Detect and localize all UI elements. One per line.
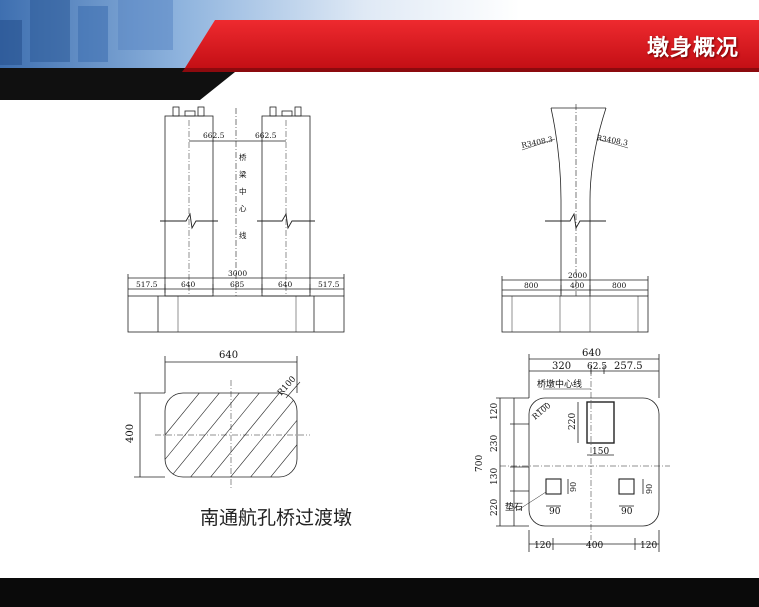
drawing-caption: 南通航孔桥过渡墩 xyxy=(200,507,353,529)
dim-seg-400: 400 xyxy=(570,281,585,290)
slide-header xyxy=(0,0,759,100)
pad-dim-v-left: 90 xyxy=(569,482,578,492)
footing-plan-view xyxy=(496,354,670,552)
plan-height: 400 xyxy=(125,424,136,443)
pad-dim-h-left: 90 xyxy=(549,507,561,517)
plan-width: 640 xyxy=(219,350,238,361)
center-char-2: 梁 xyxy=(239,170,247,179)
bottom-seg-2: 400 xyxy=(586,541,603,551)
center-char-4: 心 xyxy=(239,204,247,213)
left-seg-2: 230 xyxy=(490,435,500,452)
footing-radius: R100 xyxy=(531,401,553,422)
slide-title: 墩身概况 xyxy=(646,36,739,61)
elevation-side-view xyxy=(501,104,649,333)
pad-label: 垫石 xyxy=(505,501,523,513)
dim-seg-4: 640 xyxy=(278,280,293,289)
pad-dim-v-right: 90 xyxy=(645,484,654,494)
bottom-seg-1: 120 xyxy=(534,541,551,551)
left-seg-1: 120 xyxy=(490,403,500,420)
dim-seg-2: 640 xyxy=(181,280,196,289)
bottom-seg-3: 120 xyxy=(640,541,657,551)
top-seg-3: 257.5 xyxy=(614,361,643,372)
slide-footer-bar xyxy=(0,578,759,607)
center-char-5: 线 xyxy=(239,230,247,240)
dim-seg-1: 517.5 xyxy=(136,280,158,289)
left-seg-4: 220 xyxy=(490,499,500,516)
dim-seg-5: 517.5 xyxy=(318,280,340,289)
footing-width: 640 xyxy=(582,348,601,359)
dim-total-3000: 3000 xyxy=(228,269,247,278)
dim-662-left: 662.5 xyxy=(203,131,225,140)
left-seg-3: 130 xyxy=(490,468,500,485)
pad-dim-h-right: 90 xyxy=(621,507,633,517)
dim-seg-3: 685 xyxy=(230,280,245,289)
elevation-front-view xyxy=(127,106,345,333)
radius-right: R3408.3 xyxy=(596,133,629,147)
section-plan-view xyxy=(134,356,310,490)
footing-center-label: 桥墩中心线 xyxy=(537,378,582,390)
dim-seg-800-right: 800 xyxy=(612,281,627,290)
radius-left: R3408.3 xyxy=(521,134,554,149)
dim-seg-800-left: 800 xyxy=(524,281,539,290)
dim-total-2000: 2000 xyxy=(568,271,587,280)
center-char-3: 中 xyxy=(239,186,247,196)
dim-662-right: 662.5 xyxy=(255,131,277,140)
top-seg-2: 62.5 xyxy=(587,362,607,372)
top-seg-1: 320 xyxy=(552,361,571,372)
rect-height: 220 xyxy=(568,413,578,430)
building-silhouette xyxy=(0,0,173,65)
center-char-1: 桥 xyxy=(239,152,247,162)
footing-total-height: 700 xyxy=(475,455,485,472)
rect-width: 150 xyxy=(592,447,609,457)
